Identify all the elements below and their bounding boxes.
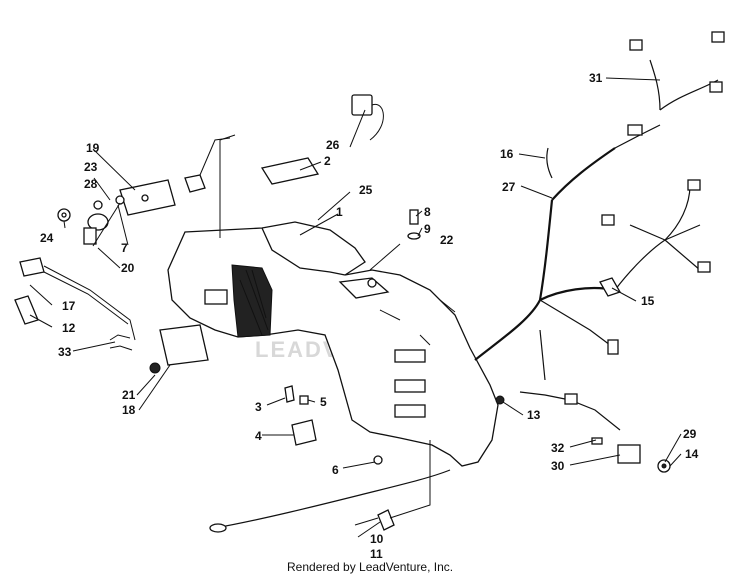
callout-4: 4 (255, 429, 262, 443)
callout-32: 32 (551, 441, 565, 455)
wiring-harness (474, 31, 725, 431)
clamp-15 (599, 277, 621, 297)
callout-28: 28 (84, 177, 98, 191)
callout-2: 2 (324, 154, 331, 168)
lever-12 (14, 295, 39, 325)
callout-17: 17 (62, 299, 76, 313)
switch-plug-top (351, 94, 384, 141)
switch-plate-18-21 (149, 324, 209, 374)
screws-8-9 (407, 209, 421, 240)
toggle-switch-top (184, 137, 231, 193)
callout-9: 9 (424, 222, 431, 236)
callout-21: 21 (122, 388, 136, 402)
clip-3-4-5 (284, 385, 317, 446)
callout-14: 14 (685, 447, 699, 461)
callout-29: 29 (683, 427, 697, 441)
ignition-switch-20 (83, 213, 109, 245)
callout-15: 15 (641, 294, 655, 308)
callout-3: 3 (255, 400, 262, 414)
nuts-13-14-29 (495, 395, 671, 473)
callout-6: 6 (332, 463, 339, 477)
callout-31: 31 (589, 71, 603, 85)
console-housing (167, 221, 499, 467)
callout-27: 27 (502, 180, 516, 194)
callout-7: 7 (121, 241, 128, 255)
callout-8: 8 (424, 205, 431, 219)
callout-1: 1 (336, 205, 343, 219)
callout-5: 5 (320, 395, 327, 409)
callout-22: 22 (440, 233, 454, 247)
clip-10-11 (354, 509, 395, 531)
callout-20: 20 (121, 261, 135, 275)
callout-19: 19 (86, 141, 100, 155)
ground-cable (209, 469, 451, 533)
fasteners-23-24-28 (57, 195, 125, 222)
callout-12: 12 (62, 321, 76, 335)
footer-credit: Rendered by LeadVenture, Inc. (287, 560, 453, 574)
callout-30: 30 (551, 459, 565, 473)
cable-ends-33 (109, 334, 133, 351)
leader-lines (29, 77, 682, 538)
callout-labels: 1 2 3 4 5 6 7 8 9 10 11 12 13 14 15 16 1… (40, 71, 699, 561)
callout-23: 23 (84, 160, 98, 174)
bracket-19 (119, 179, 176, 216)
callout-11: 11 (370, 547, 383, 561)
callout-25: 25 (359, 183, 373, 197)
callout-13: 13 (527, 408, 541, 422)
choke-cable-17 (19, 257, 136, 341)
relay-30-32 (591, 437, 641, 464)
callout-18: 18 (122, 403, 136, 417)
callout-24: 24 (40, 231, 54, 245)
plate-26 (260, 157, 320, 185)
callout-33: 33 (58, 345, 72, 359)
callout-10: 10 (370, 532, 384, 546)
callout-26: 26 (326, 138, 340, 152)
callout-16: 16 (500, 147, 514, 161)
screw-6 (373, 455, 383, 465)
